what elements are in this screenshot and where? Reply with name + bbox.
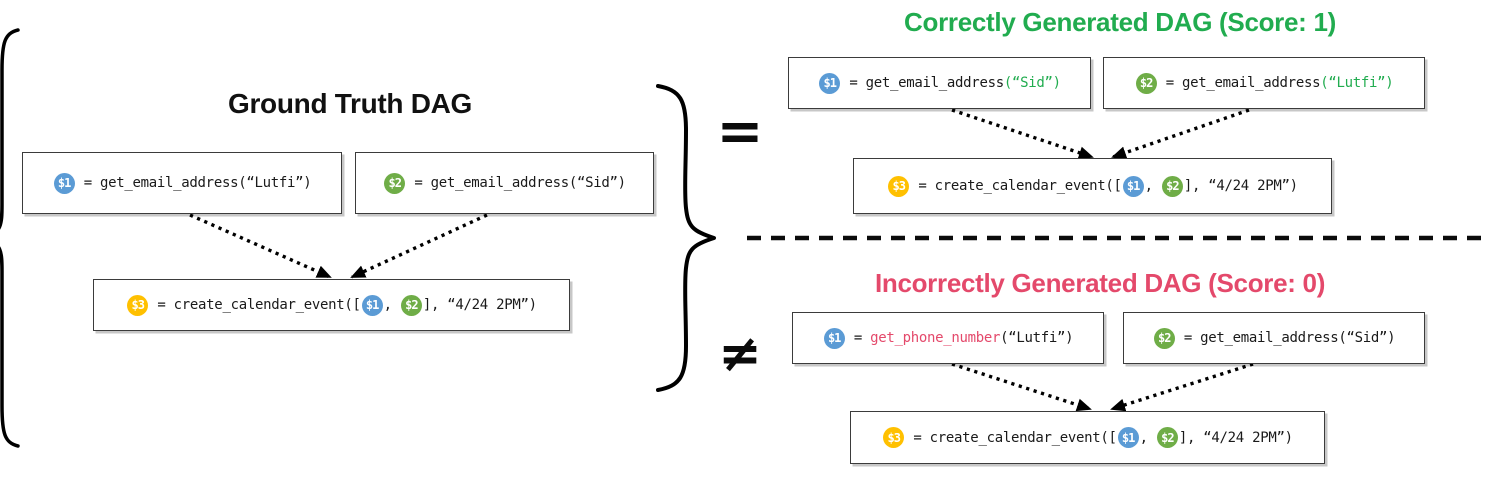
code-text: = create_calendar_event([ — [910, 178, 1122, 194]
dag-node-incorrect-var3: $3 = create_calendar_event([$1, $2], “4/… — [850, 411, 1325, 464]
dag-node-incorrect-var2: $2 = get_email_address(“Sid”) — [1123, 312, 1425, 364]
dependency-arrow — [951, 362, 1092, 412]
var-chip-2: $2 — [1135, 72, 1157, 94]
dag-node-incorrect-var1: $1 = get_phone_number(“Lutfi”) — [792, 312, 1104, 364]
code-text: = get_email_address(“Sid”) — [1175, 330, 1396, 346]
dependency-arrow — [1111, 108, 1250, 159]
code-text: (“Lutfi”) — [1320, 75, 1394, 91]
correct-dag-title: Correctly Generated DAG (Score: 1) — [904, 7, 1336, 37]
var-chip-1: $1 — [53, 172, 75, 194]
incorrect-dag-title: Incorrectly Generated DAG (Score: 0) — [874, 268, 1326, 298]
equals-sign: = — [716, 99, 764, 164]
code-text: , — [1139, 429, 1156, 446]
code-text: (“Lutfi”) — [1000, 330, 1074, 346]
dag-node-correct-var1: $1 = get_email_address(“Sid”) — [788, 57, 1091, 109]
var-chip-2: $2 — [384, 172, 406, 194]
var-chip-1: $1 — [1117, 427, 1139, 448]
code-text: = get_email_address(“Lutfi”) — [75, 175, 312, 191]
code-text: (“Sid”) — [1003, 75, 1061, 91]
code-text: ], “4/24 2PM”) — [1183, 178, 1298, 194]
code-text: = create_calendar_event([ — [149, 297, 361, 313]
var-chip-3: $3 — [883, 427, 905, 448]
dag-node-gt-var3: $3 = create_calendar_event([$1, $2], “4/… — [93, 279, 570, 331]
not-equals-sign: ≠ — [718, 324, 762, 384]
var-chip-2: $2 — [1161, 175, 1183, 197]
dependency-arrow — [1110, 362, 1254, 412]
var-chip-1: $1 — [1122, 175, 1144, 197]
var-chip-3: $3 — [127, 294, 149, 316]
code-text: , — [383, 297, 400, 313]
var-chip-1: $1 — [361, 294, 383, 316]
ground-truth-title: Ground Truth DAG — [227, 88, 473, 119]
dag-node-gt-var2: $2 = get_email_address(“Sid”) — [355, 152, 654, 214]
dependency-arrow — [189, 213, 332, 279]
code-text: = — [845, 330, 871, 346]
code-text: ], “4/24 2PM”) — [1178, 429, 1293, 446]
dag-node-correct-var3: $3 = create_calendar_event([$1, $2], “4/… — [853, 158, 1332, 214]
var-chip-2: $2 — [400, 294, 422, 316]
var-chip-2: $2 — [1156, 427, 1178, 448]
code-text: = get_email_address — [1157, 75, 1321, 91]
var-chip-2: $2 — [1153, 327, 1175, 349]
left-brace-cropped — [0, 28, 20, 448]
code-text: get_phone_number — [870, 330, 1001, 346]
code-text: ], “4/24 2PM”) — [422, 297, 537, 313]
var-chip-1: $1 — [819, 72, 841, 94]
code-text: = get_email_address — [841, 75, 1004, 91]
dag-node-correct-var2: $2 = get_email_address(“Lutfi”) — [1103, 57, 1425, 109]
var-chip-1: $1 — [823, 327, 845, 349]
right-brace — [656, 84, 716, 392]
dependency-arrow — [951, 108, 1094, 160]
dag-node-gt-var1: $1 = get_email_address(“Lutfi”) — [22, 152, 342, 214]
code-text: = get_email_address(“Sid”) — [406, 175, 626, 191]
dependency-arrow — [350, 213, 488, 279]
code-text: , — [1144, 178, 1161, 194]
var-chip-3: $3 — [888, 175, 910, 197]
code-text: = create_calendar_event([ — [905, 429, 1117, 446]
